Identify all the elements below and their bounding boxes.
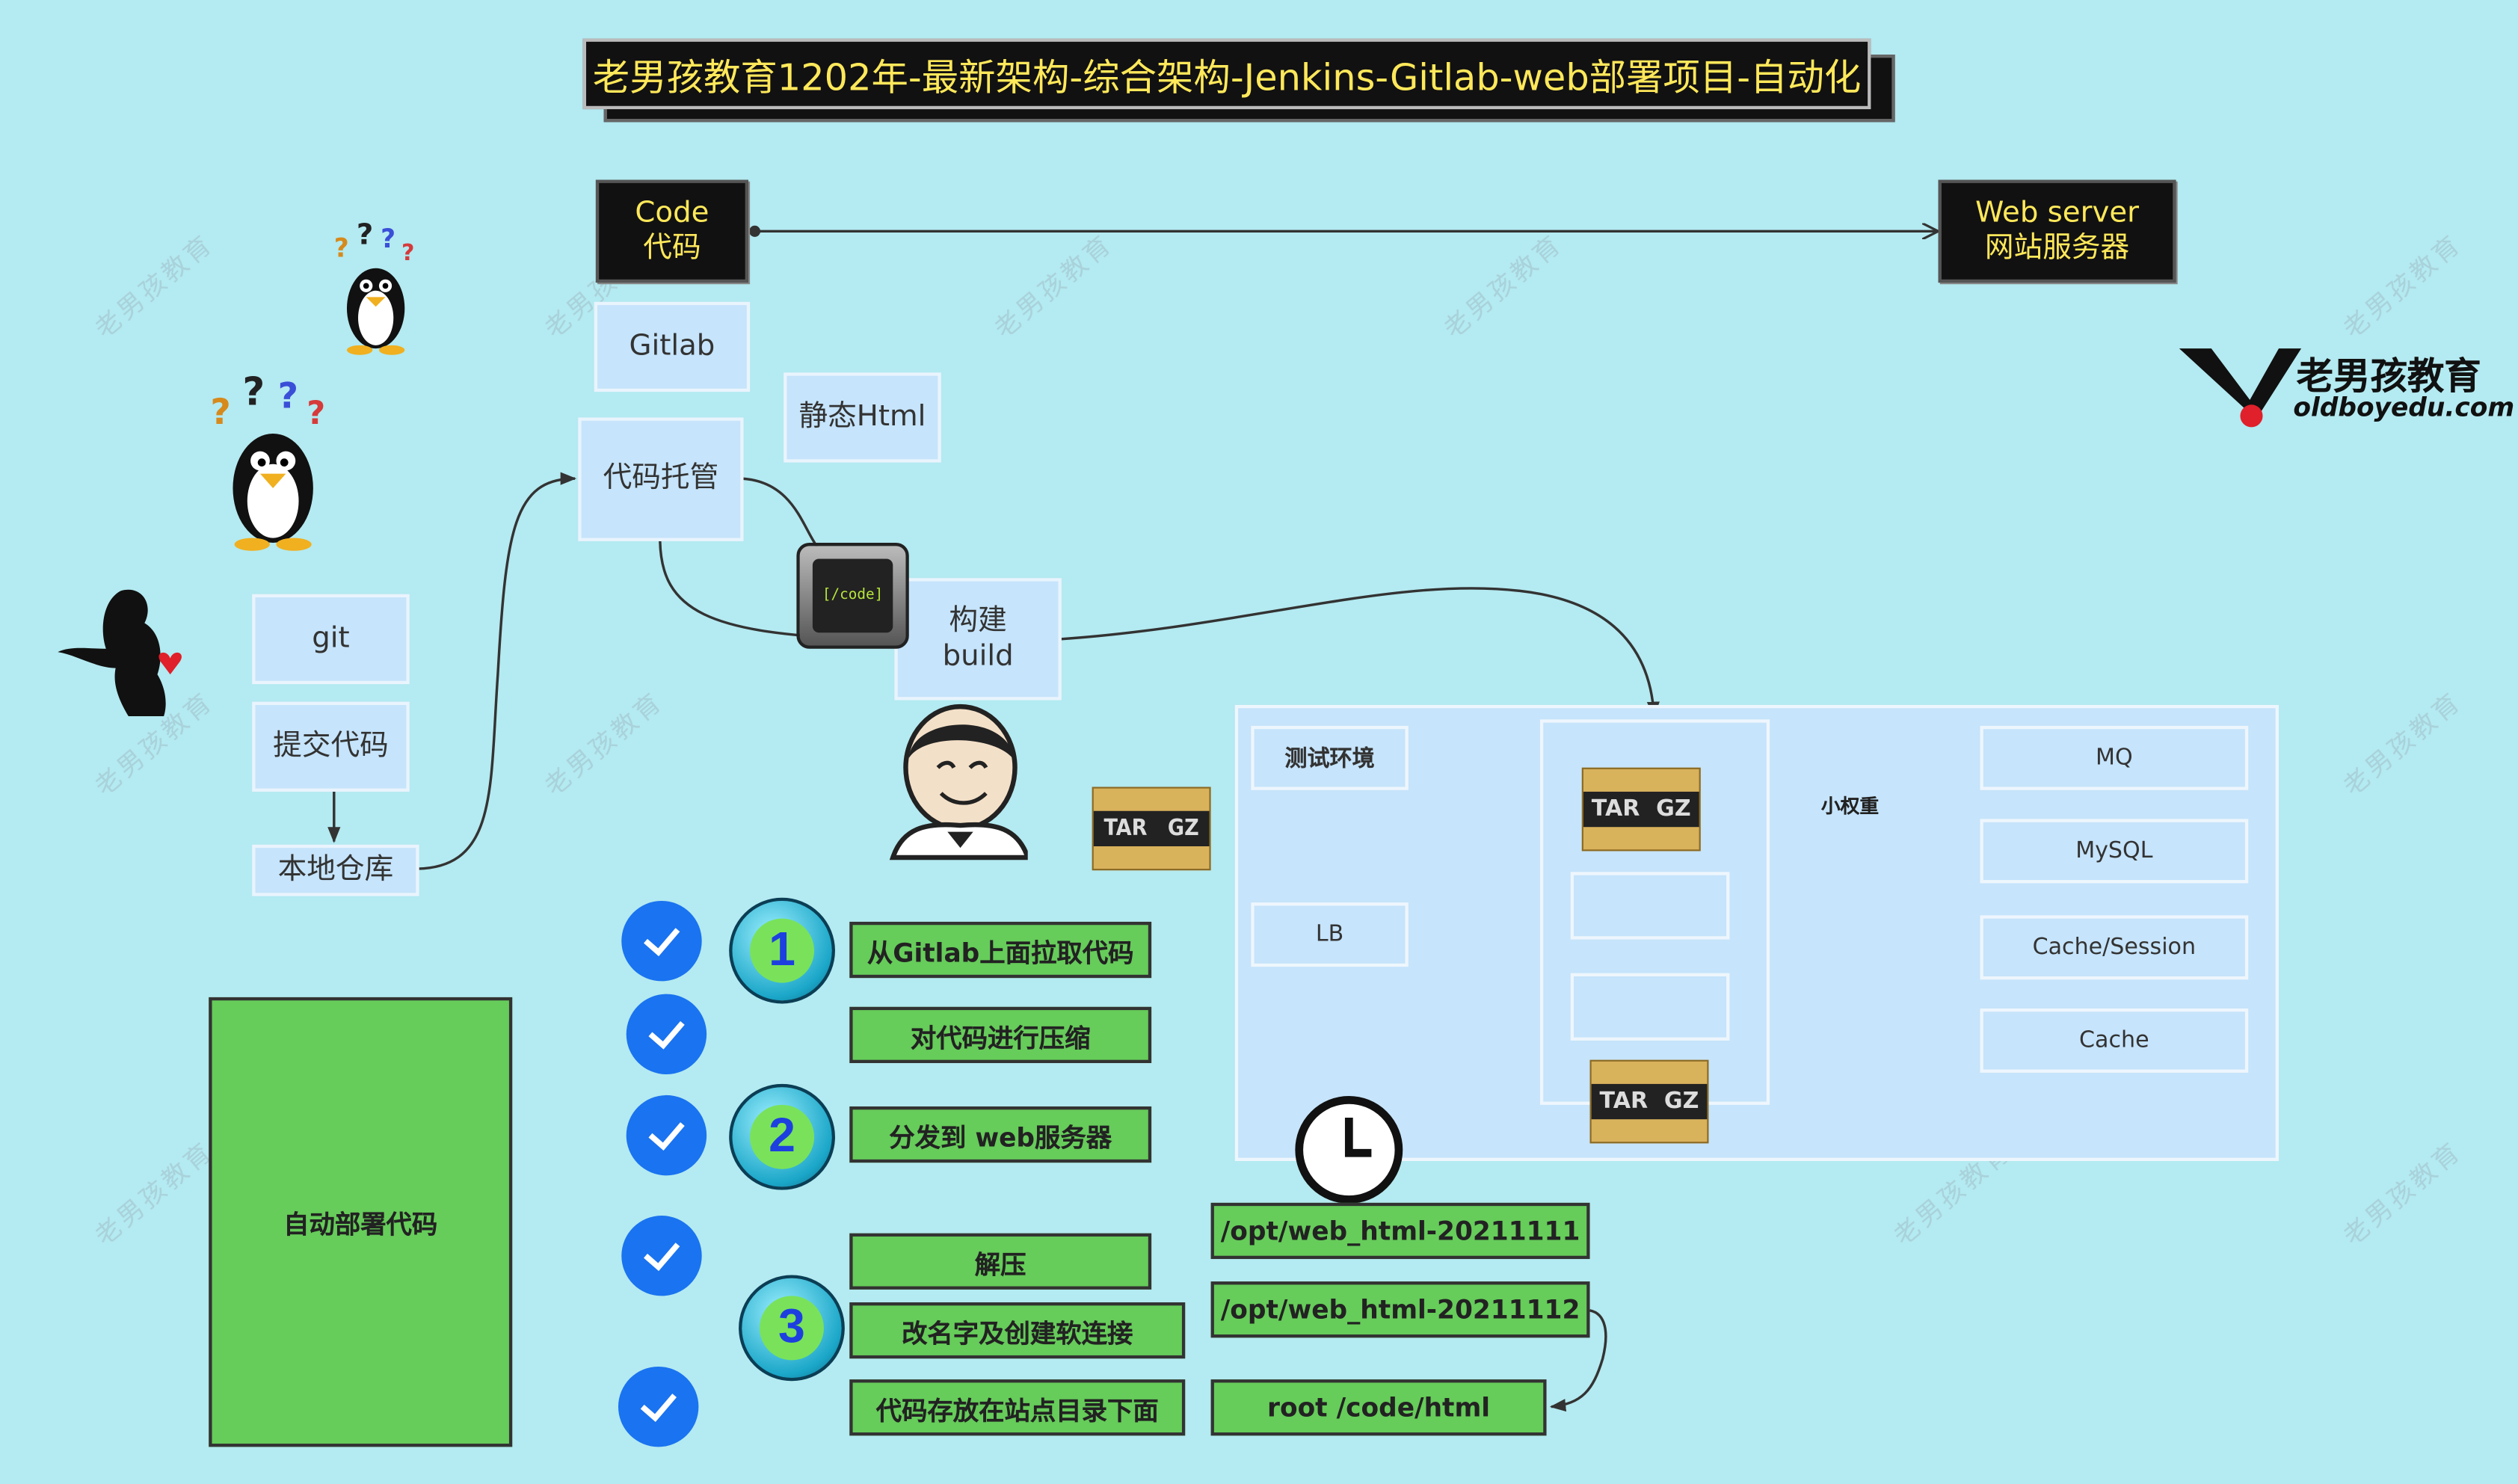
question-mark: ? [242, 372, 265, 414]
weight-note: 小权重 [1820, 795, 1880, 818]
question-mark: ? [357, 221, 373, 251]
step-number-3: 3 [739, 1275, 845, 1382]
question-mark: ? [278, 376, 298, 417]
tar-label: TAR [1599, 1089, 1649, 1115]
penguin-question-icon-large: ? ? ? ? [210, 372, 325, 551]
question-mark: ? [401, 240, 414, 266]
web-server-slot [1570, 872, 1730, 940]
jenkins-icon [889, 703, 1028, 860]
page-title: 老男孩教育1202年-最新架构-综合架构-Jenkins-Gitlab-web部… [582, 38, 1871, 110]
tar-gz-icon: TAR GZ [1092, 786, 1211, 871]
logo-url: oldboyedu.com [2293, 392, 2515, 422]
path-to-root-arrow [1549, 1309, 1607, 1412]
auto-deploy-box: 自动部署代码 [209, 997, 513, 1447]
terminal-label: [/code] [812, 558, 893, 633]
path-20211111: /opt/web_html-20211111 [1210, 1202, 1590, 1260]
gz-label: GZ [1656, 796, 1691, 822]
code-label-en: Code [635, 194, 709, 230]
tar-gz-icon: TAR GZ [1589, 1059, 1709, 1144]
webserver-label-cn: 网站服务器 [1984, 231, 2130, 265]
check-icon [618, 1366, 699, 1447]
service-cache-session: Cache/Session [1980, 915, 2249, 980]
step-compress: 对代码进行压缩 [849, 1006, 1152, 1063]
web-server-slot [1570, 973, 1730, 1041]
gitlab-node: Gitlab [594, 301, 751, 392]
local-repo-node: 本地仓库 [252, 844, 419, 896]
commit-node: 提交代码 [252, 701, 410, 792]
question-mark: ? [381, 224, 395, 254]
test-env-label: 测试环境 [1251, 725, 1409, 790]
check-icon [621, 1216, 702, 1296]
step-number-2: 2 [729, 1083, 835, 1190]
check-icon [626, 1094, 707, 1176]
step-number-label: 2 [750, 1104, 815, 1169]
person-silhouette-icon [58, 589, 182, 717]
penguin-question-icon: ? ? ? ? [334, 221, 414, 355]
step-rename-symlink: 改名字及创建软连接 [849, 1302, 1186, 1359]
path-root-code-html: root /code/html [1210, 1379, 1547, 1436]
step-store-site-dir: 代码存放在站点目录下面 [849, 1379, 1186, 1436]
gz-label: GZ [1167, 816, 1199, 842]
build-to-env-arrow [1059, 587, 1660, 718]
service-mysql: MySQL [1980, 819, 2249, 884]
git-node: git [252, 594, 410, 685]
terminal-icon: [/code] [796, 543, 909, 649]
question-mark: ? [210, 392, 230, 433]
clock-icon [1295, 1096, 1403, 1204]
static-html-node: 静态Html [784, 372, 941, 463]
question-mark: ? [334, 234, 349, 264]
gz-label: GZ [1663, 1089, 1699, 1115]
service-mq: MQ [1980, 725, 2249, 790]
webserver-label-en: Web server [1975, 194, 2140, 230]
code-label-cn: 代码 [643, 231, 701, 265]
tar-label: TAR [1591, 796, 1640, 822]
service-cache: Cache [1980, 1008, 2249, 1073]
step-pull-code: 从Gitlab上面拉取代码 [849, 921, 1152, 979]
build-label-en: build [942, 638, 1014, 674]
hosting-to-build-curve [742, 477, 820, 550]
path-20211112: /opt/web_html-20211112 [1210, 1281, 1590, 1338]
logo-name: 老男孩教育 [2296, 356, 2481, 398]
step-number-label: 3 [760, 1296, 824, 1361]
step-number-label: 1 [750, 918, 815, 983]
oldboy-logo-icon [2179, 348, 2302, 428]
tar-label: TAR [1103, 816, 1148, 842]
build-label-cn: 构建 [949, 603, 1007, 637]
code-hosting-node: 代码托管 [578, 417, 744, 541]
check-icon [621, 901, 702, 982]
step-distribute: 分发到 web服务器 [849, 1106, 1152, 1163]
tar-gz-icon: TAR GZ [1581, 767, 1701, 852]
question-mark: ? [307, 395, 325, 432]
step-extract: 解压 [849, 1233, 1152, 1290]
lb-node: LB [1251, 902, 1409, 967]
check-icon [626, 994, 707, 1075]
push-arrow [417, 472, 577, 870]
step-number-1: 1 [729, 897, 835, 1004]
